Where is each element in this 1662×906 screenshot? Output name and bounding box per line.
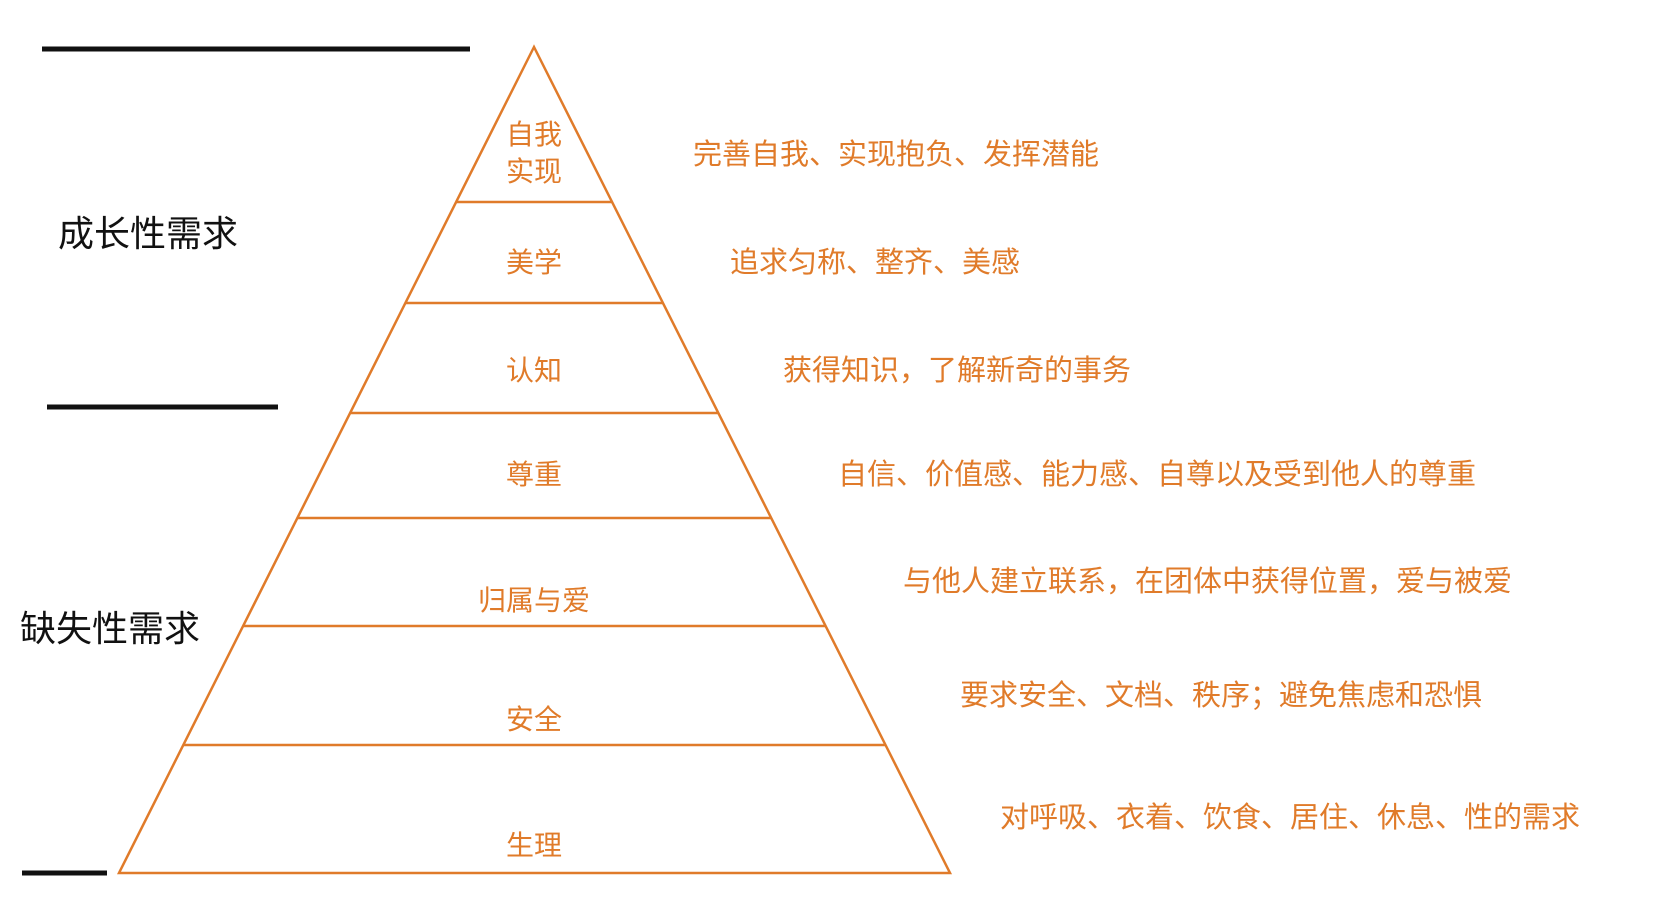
tier-dividers [183, 200, 886, 747]
tier-descriptions: 完善自我、实现抱负、发挥潜能 追求匀称、整齐、美感 获得知识，了解新奇的事务 自… [693, 137, 1580, 834]
tier-description-cognitive: 获得知识，了解新奇的事务 [783, 353, 1131, 387]
tier-label: 实现 [506, 155, 562, 188]
tier-label: 美学 [506, 246, 562, 279]
tier-description-safety: 要求安全、文档、秩序；避免焦虑和恐惧 [960, 678, 1482, 712]
tier-label: 生理 [506, 829, 562, 862]
tier-description-esteem: 自信、价值感、能力感、自尊以及受到他人的尊重 [838, 457, 1476, 491]
tier-label: 认知 [506, 354, 562, 387]
tier-description-belonging-love: 与他人建立联系，在团体中获得位置，爱与被爱 [903, 564, 1512, 598]
tier-label: 归属与爱 [478, 584, 590, 617]
tier-description-self-actualization: 完善自我、实现抱负、发挥潜能 [693, 137, 1099, 171]
tier-label: 自我 [506, 118, 562, 151]
pyramid-outline [116, 44, 953, 875]
group-label-deficiency: 缺失性需求 [20, 609, 200, 650]
tier-description-aesthetic: 追求匀称、整齐、美感 [730, 245, 1020, 279]
tier-label: 尊重 [506, 458, 562, 491]
tier-label: 安全 [506, 703, 562, 736]
tier-description-physiological: 对呼吸、衣着、饮食、居住、休息、性的需求 [1000, 800, 1580, 834]
group-label-growth: 成长性需求 [58, 214, 238, 255]
